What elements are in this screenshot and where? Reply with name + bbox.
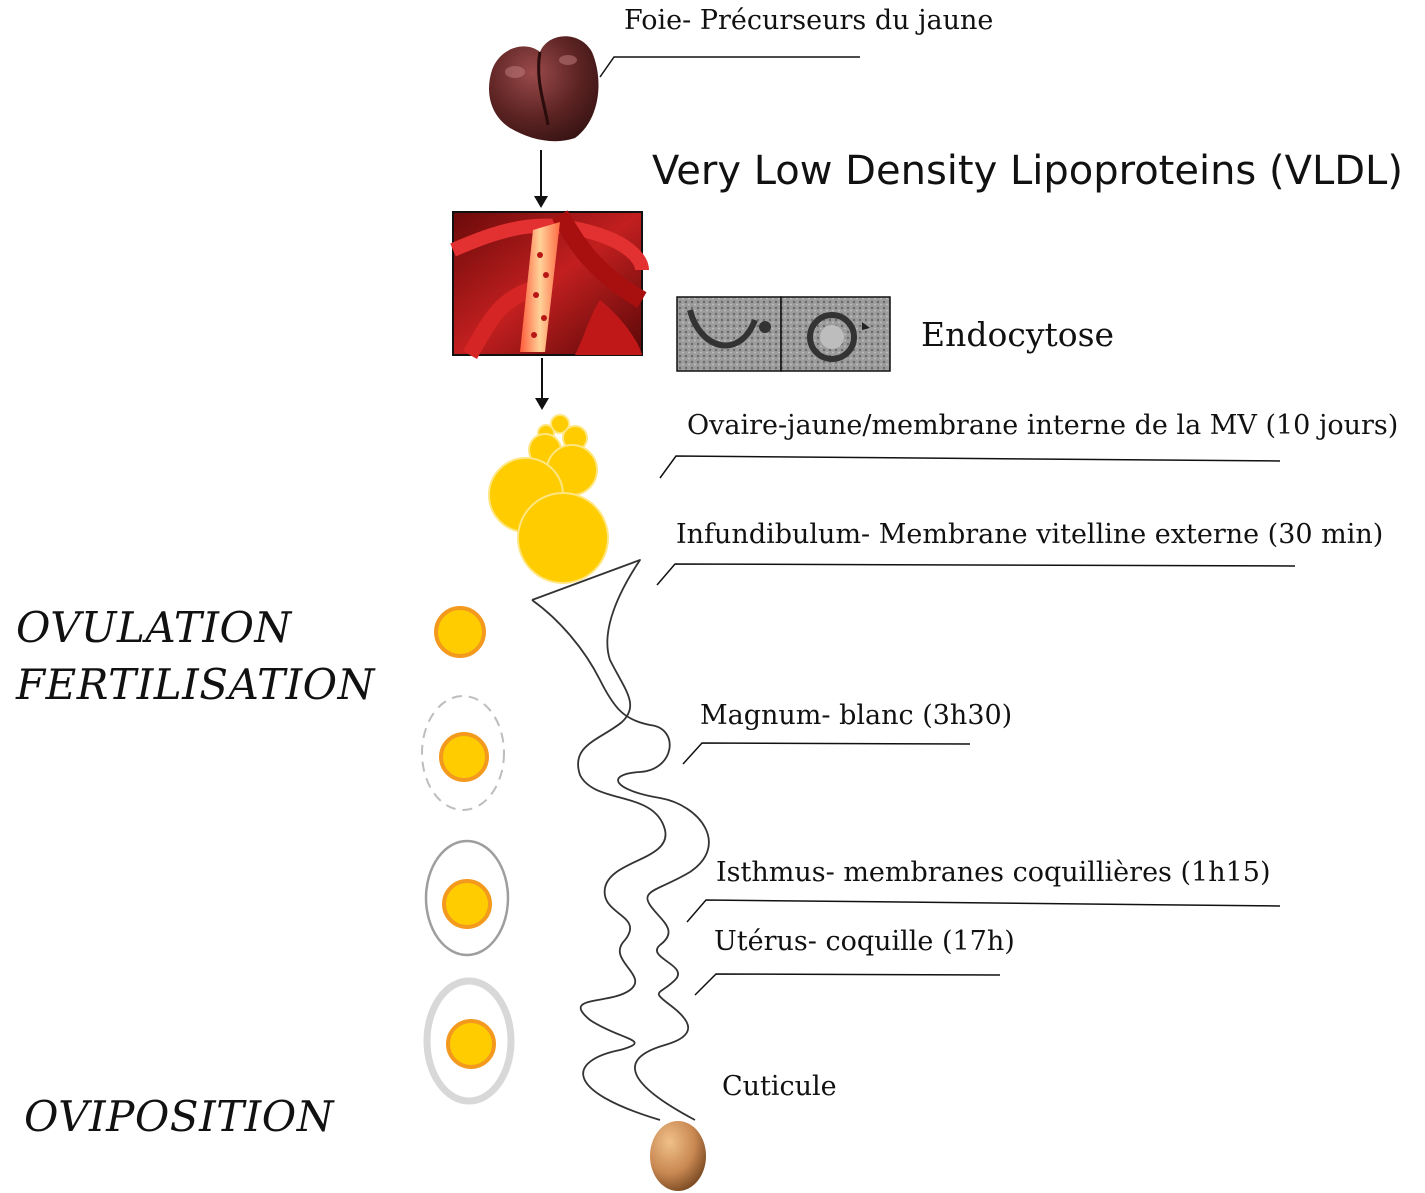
isthmus-label: Isthmus- membranes coquillières (1h15) <box>716 857 1271 888</box>
arrow-blood-to-ovary <box>535 358 549 410</box>
liver-leader-line <box>599 56 860 78</box>
oviduct-tube <box>531 559 710 1121</box>
stage-ovulation-label: OVULATION <box>16 603 292 652</box>
endocytosis-micrograph <box>676 296 891 372</box>
magnum-label: Magnum- blanc (3h30) <box>700 700 1013 731</box>
stage-fertilisation-egg <box>421 695 505 811</box>
liver-label: Foie- Précurseurs du jaune <box>624 5 994 36</box>
stage-oviposition-label: OVIPOSITION <box>24 1092 334 1141</box>
liver-image <box>489 36 599 142</box>
laid-egg <box>650 1121 706 1191</box>
vldl-label: Very Low Density Lipoproteins (VLDL) <box>652 148 1403 194</box>
ovary-follicles <box>488 414 609 584</box>
ovary-label: Ovaire-jaune/membrane interne de la MV (… <box>687 410 1399 441</box>
uterus-leader-line <box>694 973 1001 996</box>
endocytose-label: Endocytose <box>921 315 1115 354</box>
uterus-label: Utérus- coquille (17h) <box>714 926 1015 957</box>
infundibulum-leader-line <box>656 563 1296 586</box>
arrow-liver-to-blood <box>534 150 548 208</box>
stage-membranes-egg <box>424 839 510 957</box>
blood-vessel-image <box>450 210 649 359</box>
ovary-leader-line <box>659 455 1281 479</box>
magnum-leader-line <box>682 742 971 765</box>
stage-shell-egg <box>423 977 515 1105</box>
stage-ovulation-yolk <box>434 606 486 658</box>
stage-fertilisation-label: FERTILISATION <box>16 660 375 709</box>
infundibulum-label: Infundibulum- Membrane vitelline externe… <box>676 519 1384 550</box>
cuticle-label: Cuticule <box>722 1071 837 1102</box>
isthmus-leader-line <box>686 899 1281 923</box>
